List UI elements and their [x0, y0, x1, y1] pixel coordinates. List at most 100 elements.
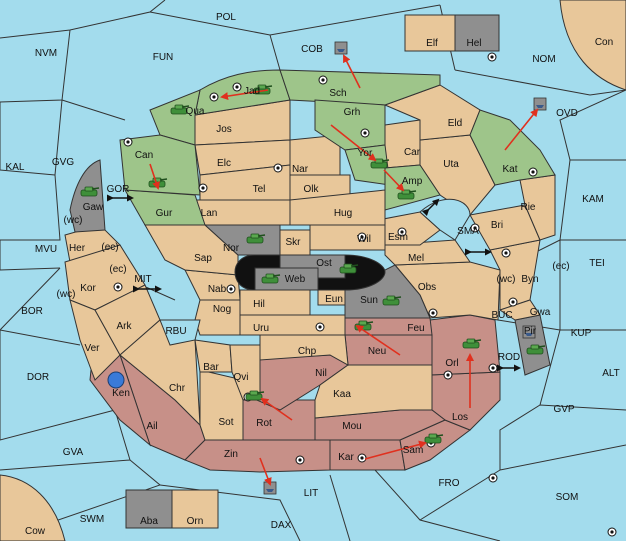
land-neu[interactable]: [344, 334, 433, 366]
label-byn: Byn: [521, 274, 538, 285]
label-her: Her: [69, 243, 86, 254]
sea-label-fun: FUN: [153, 52, 174, 63]
land-kat[interactable]: [469, 109, 556, 186]
label-car: Car: [404, 147, 421, 158]
label-sam: Sam: [403, 445, 424, 456]
sea-label-ovd: OVD: [556, 108, 578, 119]
label-grh: Grh: [344, 107, 361, 118]
land-sun[interactable]: [344, 264, 431, 319]
sea-label-sma: SMA: [457, 226, 479, 237]
land-gwa[interactable]: [498, 299, 541, 321]
sea-rbu[interactable]: [159, 319, 201, 346]
label-skr: Skr: [286, 237, 302, 248]
land-can[interactable]: [119, 134, 201, 196]
label-qvi: Qvi: [234, 372, 249, 383]
label-ver: Ver: [84, 343, 100, 354]
land-aba[interactable]: [125, 489, 173, 529]
sea-label-swm: SWM: [80, 514, 104, 525]
label-feu: Feu: [407, 323, 424, 334]
land-ver[interactable]: [69, 299, 121, 381]
label-bar: Bar: [203, 362, 219, 373]
land-elf[interactable]: [404, 14, 456, 52]
land-car[interactable]: [384, 119, 421, 169]
sea-label-buc: BUC: [491, 310, 512, 321]
sea-label-bor: BOR: [21, 306, 43, 317]
sea-label-som: SOM: [556, 492, 579, 503]
label-chp: Chp: [298, 346, 317, 357]
sea-labels: POL NVM FUN COB NOM OVD KAL GVG KAM GOR …: [6, 12, 620, 531]
label-orl: Orl: [445, 358, 458, 369]
label-obs: Obs: [418, 282, 436, 293]
label-kar: Kar: [338, 452, 354, 463]
sea-label-fro: FRO: [438, 478, 459, 489]
label-sot: Sot: [218, 417, 233, 428]
sea-label-gor: GOR: [107, 184, 130, 195]
sea-label-gvp: GVP: [553, 404, 574, 415]
label-nab: Nab: [208, 284, 227, 295]
land-hil[interactable]: [239, 289, 311, 316]
strait-arrows: [107, 194, 521, 372]
sea-label-dax: DAX: [271, 520, 292, 531]
supply-centers: [113, 52, 617, 537]
coast-label-wc3: (wc): [497, 274, 516, 285]
sea-label-gva: GVA: [63, 447, 84, 458]
label-uru: Uru: [253, 323, 269, 334]
label-web: Web: [285, 274, 306, 285]
label-ail: Ail: [146, 421, 157, 432]
units: [80, 41, 547, 495]
land-wil[interactable]: [309, 224, 386, 251]
label-hil: Hil: [253, 299, 265, 310]
land-orn[interactable]: [171, 489, 219, 529]
label-can: Can: [135, 150, 153, 161]
sea-label-pol: POL: [216, 12, 236, 23]
sea-label-mvu: MVU: [35, 244, 57, 255]
label-ost: Ost: [316, 258, 332, 269]
label-gaw: Gaw: [83, 202, 104, 213]
label-aba: Aba: [140, 516, 158, 527]
label-kaa: Kaa: [333, 389, 351, 400]
label-chr: Chr: [169, 383, 186, 394]
sea-label-nom: NOM: [532, 54, 555, 65]
sea-label-tei: TEI: [589, 258, 605, 269]
label-lan: Lan: [201, 208, 218, 219]
label-los: Los: [452, 412, 468, 423]
sea-label-kal: KAL: [6, 162, 25, 173]
land-hel[interactable]: [454, 14, 500, 52]
label-zin: Zin: [224, 449, 238, 460]
sea-label-nvm: NVM: [35, 48, 57, 59]
label-gur: Gur: [156, 208, 173, 219]
land-labels: Jad Sch Qua Jos Grh Eld Can Elc Nar Yor …: [25, 37, 613, 537]
sea-label-dor: DOR: [27, 372, 49, 383]
label-rot: Rot: [256, 418, 272, 429]
label-eld: Eld: [448, 118, 462, 129]
land-mel[interactable]: [384, 239, 471, 266]
label-kat: Kat: [502, 164, 517, 175]
sea-label-mit: MIT: [134, 274, 151, 285]
label-wil: Wil: [357, 234, 371, 245]
coast-label-ec2: (ec): [109, 264, 126, 275]
label-jad: Jad: [244, 86, 260, 97]
sea-label-kam: KAM: [582, 194, 604, 205]
coast-label-ec1: (ec): [101, 242, 118, 253]
move-arrows: [149, 54, 539, 486]
sea-label-kup: KUP: [571, 328, 592, 339]
label-sun: Sun: [360, 295, 378, 306]
label-ken: Ken: [112, 388, 130, 399]
land-zin[interactable]: [184, 439, 331, 473]
land-qua[interactable]: [149, 89, 201, 146]
label-elc: Elc: [217, 158, 231, 169]
label-qua: Qua: [186, 106, 205, 117]
label-yor: Yor: [358, 148, 373, 159]
coast-label-wc2: (wc): [57, 289, 76, 300]
label-olk: Olk: [304, 184, 320, 195]
label-neu: Neu: [368, 346, 386, 357]
land-kaa[interactable]: [314, 364, 433, 419]
label-con: Con: [595, 37, 613, 48]
label-nar: Nar: [292, 164, 309, 175]
label-amp: Amp: [402, 176, 423, 187]
label-mou: Mou: [342, 421, 361, 432]
coast-label-ec3: (ec): [552, 261, 569, 272]
label-nil: Nil: [315, 368, 327, 379]
